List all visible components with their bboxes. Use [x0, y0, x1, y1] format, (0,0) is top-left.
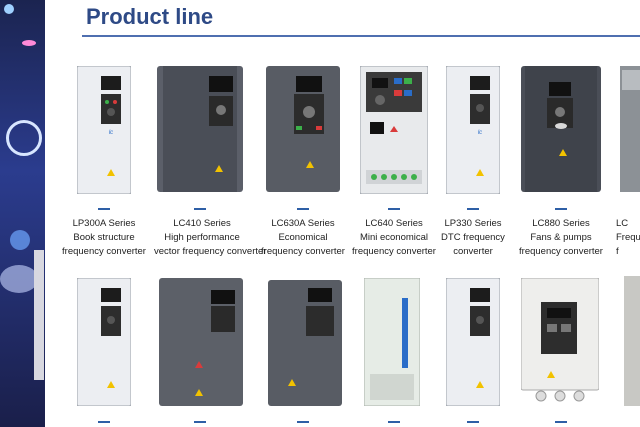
caption-series: LP300A Series [72, 218, 136, 229]
product-image-lp300a: lc [77, 66, 131, 194]
svg-text:lc: lc [109, 130, 113, 136]
caption-series: LC640 Series [365, 218, 423, 229]
caption-series: LC410 Series [173, 218, 231, 229]
caption-series: LP330 Series [444, 218, 502, 229]
caption-dash [467, 208, 479, 210]
caption-line2: DTC frequency [441, 232, 505, 243]
product-image-lc880 [521, 66, 601, 192]
caption-line3: f [616, 246, 619, 257]
caption-line2: Fans & pumps [530, 232, 592, 243]
caption-dash [555, 208, 567, 210]
product-caption-lc640: LC640 Series Mini economical frequency c… [346, 217, 442, 259]
caption-line2: Mini economical [359, 232, 429, 243]
product-image-row2-1 [77, 278, 131, 406]
svg-text:lc: lc [478, 130, 482, 136]
product-image-row2-6 [521, 278, 599, 402]
title-underline [82, 35, 640, 37]
product-caption-lp330: LP330 Series DTC frequency converter [425, 217, 521, 259]
caption-dash [555, 421, 567, 423]
caption-line2: Book structure [73, 232, 135, 243]
product-image-lp330: lc [446, 66, 500, 194]
caption-dash [194, 421, 206, 423]
product-image-row2-5 [446, 278, 500, 406]
caption-line2: Freque [616, 232, 640, 243]
page-title: Product line [86, 4, 214, 29]
caption-line2: Economical [278, 232, 328, 243]
caption-series: LC880 Series [532, 218, 590, 229]
product-caption-partial: LC Freque f [616, 217, 640, 259]
caption-dash [388, 208, 400, 210]
product-image-lc630a [266, 66, 340, 192]
product-image-row2-3 [268, 280, 342, 406]
caption-series: LC [616, 218, 629, 229]
product-image-partial [620, 66, 640, 192]
caption-line3: converter [453, 246, 493, 257]
presenter [34, 250, 44, 380]
caption-line3: frequency converter [352, 246, 436, 257]
product-caption-lc880: LC880 Series Fans & pumps frequency conv… [513, 217, 609, 259]
caption-dash [98, 421, 110, 423]
caption-line3: vector frequency converter [154, 246, 267, 257]
product-image-lc410 [157, 66, 243, 192]
caption-series: LC630A Series [271, 218, 335, 229]
product-caption-lp300a: LP300A Series Book structure frequency c… [56, 217, 152, 259]
stage-photo-strip [0, 0, 45, 427]
caption-dash [467, 421, 479, 423]
caption-dash [388, 421, 400, 423]
caption-line3: frequency converter [519, 246, 603, 257]
caption-dash [194, 208, 206, 210]
caption-dash [297, 421, 309, 423]
product-image-row2-partial [624, 276, 640, 406]
caption-dash [297, 208, 309, 210]
product-caption-lc410: LC410 Series High performance vector fre… [154, 217, 267, 259]
caption-line3: frequency converter [62, 246, 146, 257]
product-image-row2-4 [364, 278, 420, 406]
caption-line3: frequency converter [261, 246, 345, 257]
product-caption-lc630a: LC630A Series Economical frequency conve… [255, 217, 351, 259]
product-image-row2-2 [159, 278, 243, 406]
caption-dash [98, 208, 110, 210]
caption-line2: High performance [164, 232, 240, 243]
product-image-lc640 [360, 66, 428, 194]
